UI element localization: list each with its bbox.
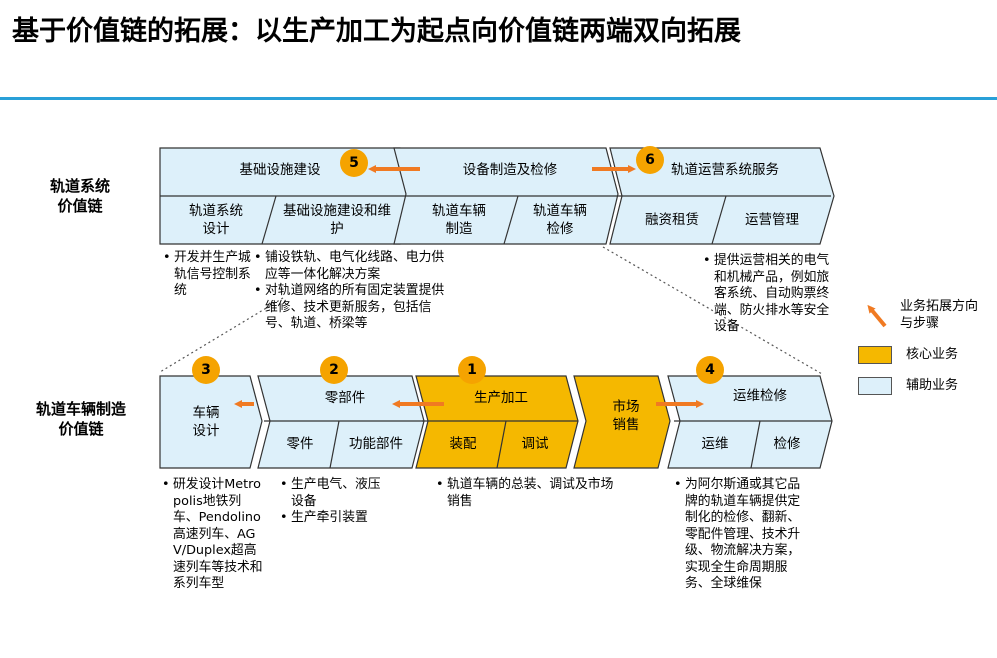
note-item: 轨道车辆的总装、调试及市场销售 — [436, 477, 616, 510]
note-item: 生产电气、液压设备 — [280, 477, 384, 510]
step-badge-3: 3 — [192, 356, 220, 384]
legend-arrow — [867, 304, 887, 328]
step-badge-1: 1 — [458, 356, 486, 384]
note-item: 提供运营相关的电气和机械产品，例如旅客系统、自动购票终端、防火排水等安全设备 — [703, 253, 839, 336]
note-item: 为阿尔斯通或其它品牌的轨道车辆提供定制化的检修、翻新、零配件管理、技术升级、物流… — [674, 477, 810, 593]
step-badge-2: 2 — [320, 356, 348, 384]
row-label-rail-system-text: 轨道系统价值链 — [49, 177, 110, 215]
equip-sub-make-text: 轨道车辆制造 — [432, 203, 486, 237]
legend-arrow-label-text: 业务拓展方向与步骤 — [900, 299, 979, 331]
notes-top-mid: 铺设铁轨、电气化线路、电力供应等一体化解决方案 对轨道网络的所有固定装置提供维修… — [254, 250, 446, 333]
design-title-text: 车辆设计 — [192, 405, 220, 439]
step-badge-6: 6 — [636, 146, 664, 174]
ops-sub-management: 运营管理 — [745, 212, 799, 228]
infra-sub-build: 基础设施建设和维护 — [270, 198, 404, 242]
parts-title: 零部件 — [324, 390, 366, 406]
expansion-arrows — [234, 165, 887, 408]
production-sub-testing: 调试 — [521, 436, 549, 452]
equip-sub-repair: 轨道车辆检修 — [512, 198, 608, 242]
market-chevron — [573, 375, 671, 469]
page-title: 基于价值链的拓展：以生产加工为起点向价值链两端双向拓展 — [12, 16, 741, 47]
row-label-vehicle-manufacturing-text: 轨道车辆制造价值链 — [35, 400, 126, 438]
parts-split — [329, 420, 340, 469]
note-item: 开发并生产城轨信号控制系统 — [163, 250, 255, 300]
notes-bottom-parts: 生产电气、液压设备 生产牵引装置 — [280, 477, 384, 527]
notes-top-right: 提供运营相关的电气和机械产品，例如旅客系统、自动购票终端、防火排水等安全设备 — [703, 253, 839, 336]
market-title-text: 市场销售 — [612, 399, 640, 433]
legend-core-label: 核心业务 — [906, 347, 959, 362]
note-item: 铺设铁轨、电气化线路、电力供应等一体化解决方案 — [254, 250, 446, 283]
legend-aux-swatch — [858, 377, 892, 395]
notes-bottom-design: 研发设计Metropolis地铁列车、Pendolino高速列车、AGV/Dup… — [162, 477, 264, 593]
row-label-vehicle-manufacturing: 轨道车辆制造价值链 — [28, 399, 134, 439]
notes-top-left: 开发并生产城轨信号控制系统 — [163, 250, 255, 300]
production-sub-assembly: 装配 — [449, 436, 477, 452]
title-divider — [0, 97, 997, 100]
legend-arrow-label: 业务拓展方向与步骤 — [900, 298, 980, 332]
ops-split — [711, 195, 727, 245]
maint-sub-ops: 运维 — [701, 436, 729, 452]
maint-split — [750, 420, 761, 469]
infra-sub-build-text: 基础设施建设和维护 — [283, 203, 391, 237]
step-badge-4: 4 — [696, 356, 724, 384]
infra-title: 基础设施建设 — [239, 162, 321, 178]
production-title: 生产加工 — [474, 390, 528, 406]
infra-sub-design: 轨道系统设计 — [166, 198, 266, 242]
infra-split — [261, 195, 277, 245]
parts-sub-part: 零件 — [286, 436, 314, 452]
bottom-chain — [159, 375, 833, 469]
equip-sub-make: 轨道车辆制造 — [412, 198, 506, 242]
legend-core-swatch — [858, 346, 892, 364]
row-label-rail-system: 轨道系统价值链 — [30, 176, 130, 216]
notes-bottom-maint: 为阿尔斯通或其它品牌的轨道车辆提供定制化的检修、翻新、零配件管理、技术升级、物流… — [674, 477, 810, 593]
equip-split — [503, 195, 519, 245]
design-title: 车辆设计 — [168, 394, 244, 450]
equip-sub-repair-text: 轨道车辆检修 — [533, 203, 587, 237]
legend-aux-label: 辅助业务 — [906, 378, 959, 393]
design-chevron — [159, 375, 263, 469]
maint-title: 运维检修 — [733, 388, 787, 404]
ops-sub-leasing: 融资租赁 — [645, 212, 699, 228]
notes-bottom-production: 轨道车辆的总装、调试及市场销售 — [436, 477, 616, 510]
infra-sub-design-text: 轨道系统设计 — [189, 203, 243, 237]
note-item: 研发设计Metropolis地铁列车、Pendolino高速列车、AGV/Dup… — [162, 477, 264, 593]
ops-title: 轨道运营系统服务 — [671, 162, 779, 178]
equip-title: 设备制造及检修 — [462, 162, 558, 178]
step-badge-5: 5 — [340, 149, 368, 177]
market-title: 市场销售 — [590, 394, 662, 438]
note-item: 生产牵引装置 — [280, 510, 384, 527]
maint-sub-repair: 检修 — [773, 436, 801, 452]
production-split — [496, 420, 507, 469]
connector-left — [159, 297, 284, 373]
note-item: 对轨道网络的所有固定装置提供维修、技术更新服务，包括信号、轨道、桥梁等 — [254, 283, 446, 333]
parts-sub-functional: 功能部件 — [349, 436, 403, 452]
